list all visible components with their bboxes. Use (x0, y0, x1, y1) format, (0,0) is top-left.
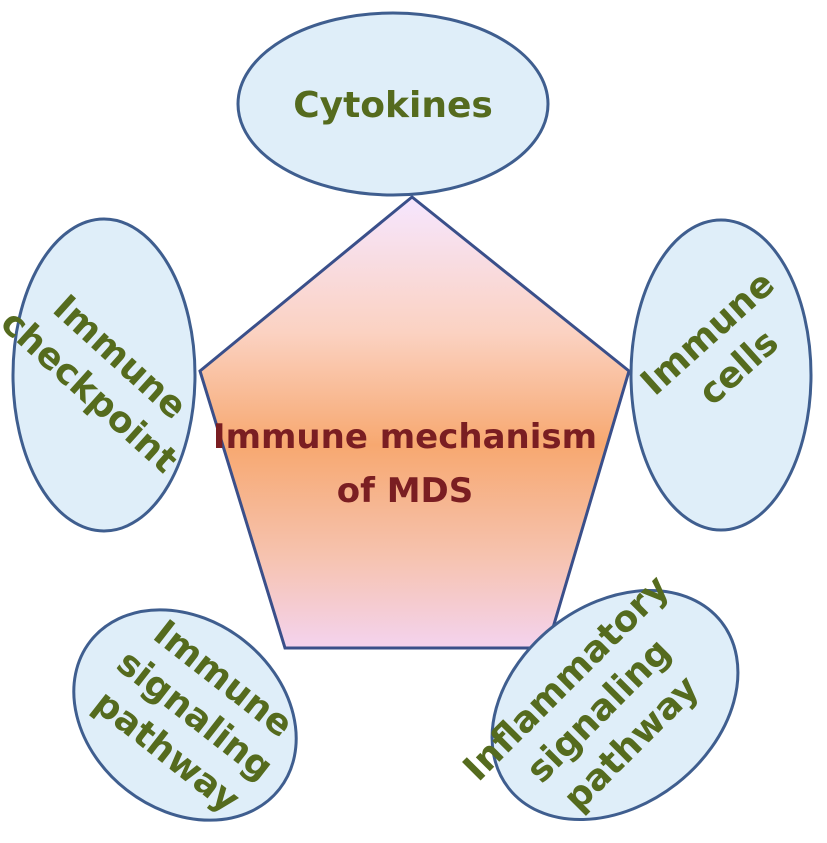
node-cytokines: Cytokines (236, 11, 550, 197)
node-immune-signaling-pathway-ellipse (72, 608, 298, 822)
node-immune-checkpoint: Immune checkpoint (0, 217, 197, 533)
node-cytokines-label: Cytokines (293, 85, 493, 126)
node-immune-cells: Immune cells (629, 218, 813, 532)
node-immune-cells-ellipse (629, 218, 813, 532)
node-inflammatory-signaling-pathway-ellipse (490, 588, 740, 822)
node-immune-signaling-pathway: Immune signaling pathway (72, 608, 300, 822)
node-immune-checkpoint-ellipse (11, 217, 197, 533)
node-cytokines-ellipse (236, 11, 550, 197)
center-label: Immune mechanism of MDS (213, 417, 597, 511)
center-label-line1: Immune mechanism (213, 417, 597, 457)
center-pentagon (198, 195, 631, 650)
center-label-line2: of MDS (337, 471, 474, 511)
